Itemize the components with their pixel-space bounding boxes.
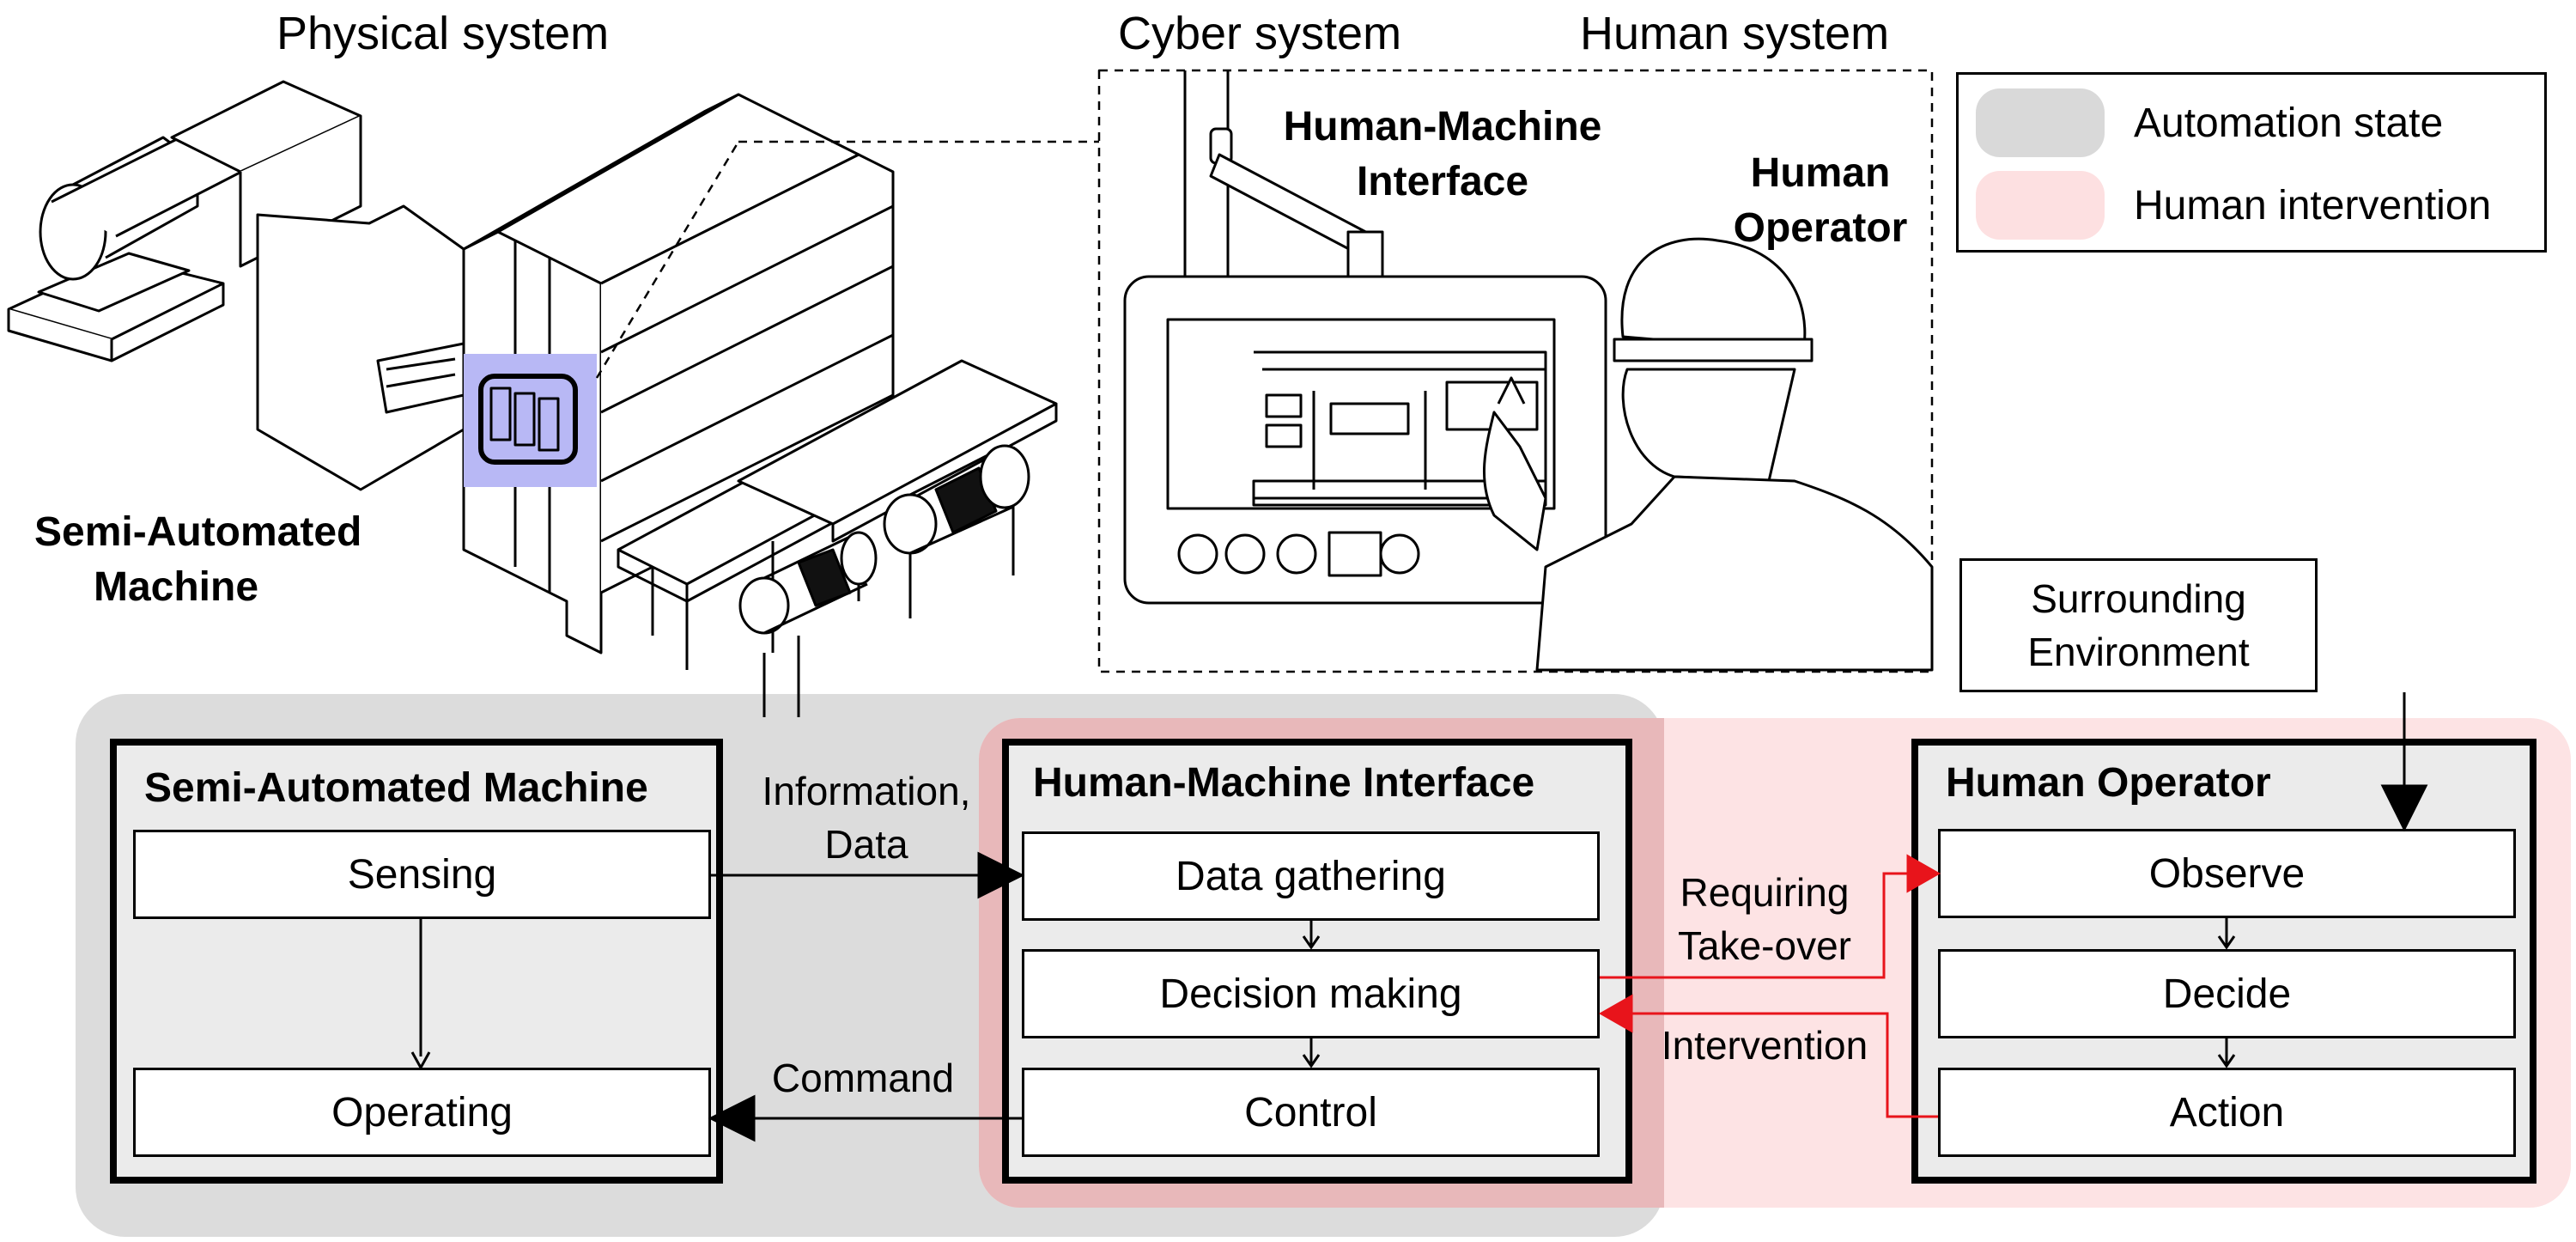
- physical-system-header: Physical system: [276, 8, 610, 59]
- cyber-system-header: Cyber system: [1118, 8, 1402, 59]
- hmi-screen-icon: [1123, 70, 1607, 605]
- step-data-gathering: Data gathering: [1022, 831, 1600, 921]
- legend-item-automation: Automation state: [1976, 88, 2443, 157]
- environment-label-line1: Surrounding: [2031, 576, 2246, 621]
- step-operating: Operating: [133, 1068, 711, 1157]
- requiring-takeover-label: Requiring Take-over: [1678, 870, 1851, 968]
- conveyor-motor-icon: [7, 80, 362, 362]
- legend-label-intervention: Human intervention: [2134, 182, 2492, 228]
- automation-swatch: [1976, 88, 2105, 157]
- illustration-svg: [7, 69, 1934, 717]
- intervention-arrow: [1631, 1012, 1938, 1118]
- intervention-swatch: [1976, 171, 2105, 240]
- hmi-illustration-label: Human-Machine Interface: [1283, 104, 1602, 204]
- step-decision-making: Decision making: [1022, 949, 1600, 1038]
- operator-illustration-label: Human Operator: [1733, 150, 1908, 251]
- environment-label-line2: Environment: [2027, 630, 2250, 674]
- step-decide: Decide: [1938, 949, 2516, 1038]
- surrounding-environment-box: Surrounding Environment: [1959, 558, 2318, 692]
- step-sensing: Sensing: [133, 830, 711, 919]
- command-label: Command: [771, 1056, 955, 1100]
- pipe-workpiece-icon: [738, 444, 1030, 635]
- operator-block-title: Human Operator: [1946, 760, 2271, 806]
- machine-block-title: Semi-Automated Machine: [144, 765, 648, 811]
- callout-lines: [595, 69, 1934, 673]
- intervention-label: Intervention: [1661, 1023, 1868, 1068]
- step-action: Action: [1938, 1068, 2516, 1157]
- step-control: Control: [1022, 1068, 1600, 1157]
- human-operator-icon: [1482, 237, 1934, 672]
- legend-label-automation: Automation state: [2134, 100, 2444, 146]
- hmi-block-title: Human-Machine Interface: [1033, 760, 1535, 806]
- human-system-header: Human system: [1580, 8, 1890, 59]
- press-housing-icon: [256, 204, 465, 491]
- takeover-arrow: [1600, 872, 1917, 979]
- information-data-label: Information, Data: [762, 769, 971, 867]
- legend: Automation state Human intervention: [1956, 72, 2547, 253]
- legend-item-intervention: Human intervention: [1976, 171, 2491, 240]
- control-panel-icon: [478, 374, 578, 465]
- step-observe: Observe: [1938, 829, 2516, 918]
- machine-illustration-label: Semi-Automated Machine: [34, 509, 362, 610]
